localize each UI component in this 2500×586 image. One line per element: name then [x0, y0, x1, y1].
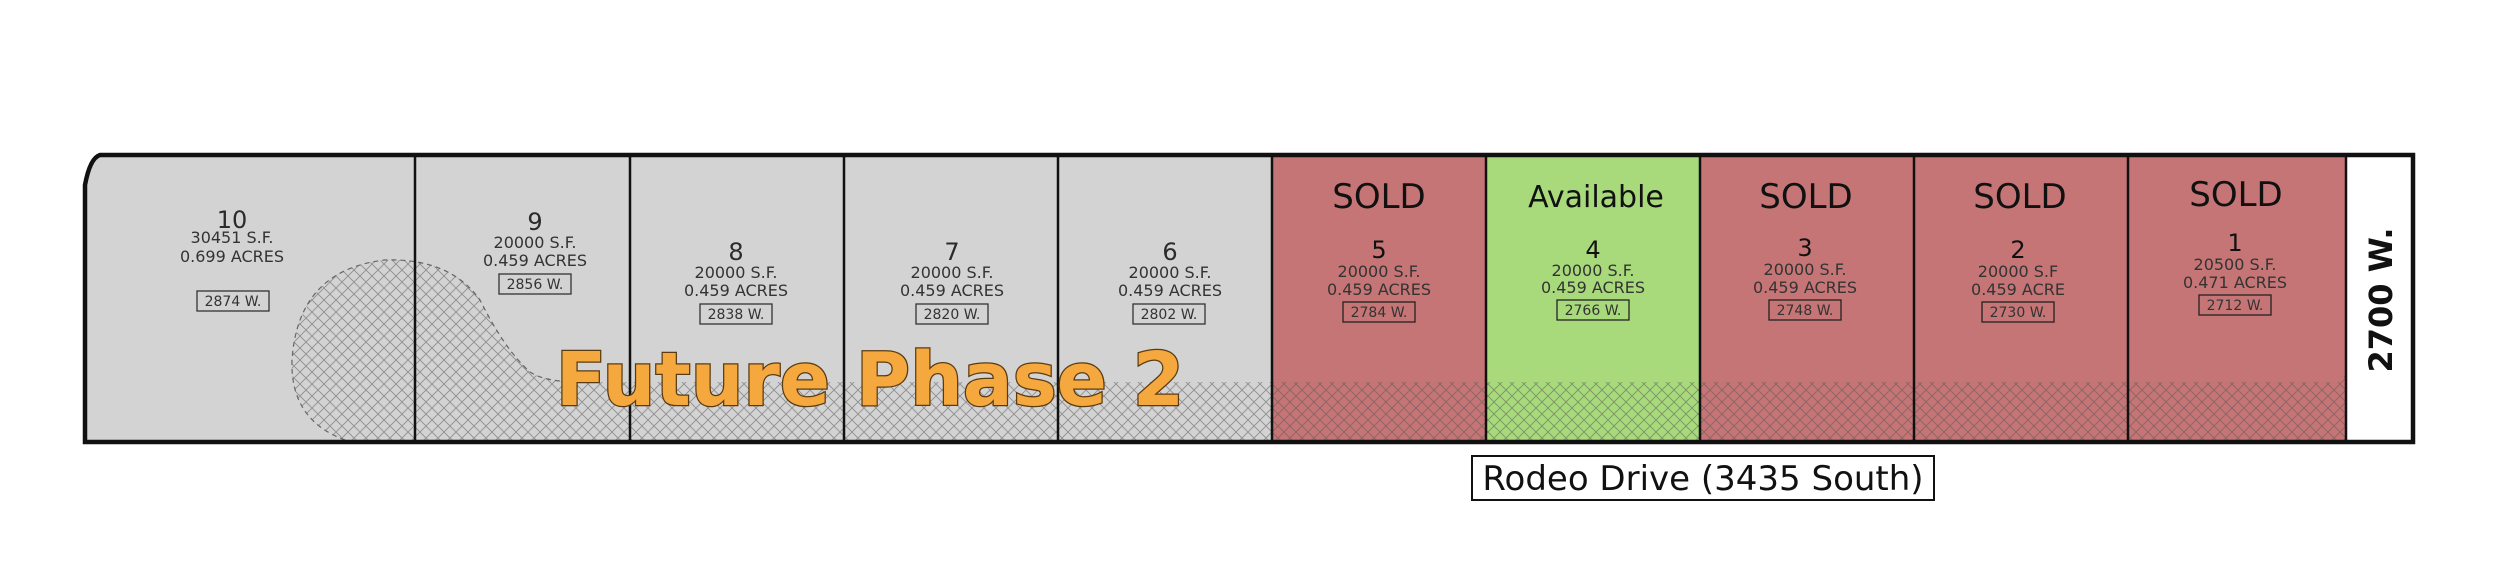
lot-acres: 0.471 ACRES: [2183, 273, 2287, 292]
lot-acres: 0.459 ACRES: [1327, 280, 1431, 299]
lot-square-feet: 20000 S.F.: [1129, 263, 1212, 282]
lot-number: 4: [1585, 236, 1600, 264]
lot-address: 2802 W.: [1141, 307, 1198, 323]
street-label-box: Rodeo Drive (3435 South): [1471, 455, 1935, 501]
lot-dividers: [413, 155, 2348, 440]
lot-9-label: 9 20000 S.F. 0.459 ACRES 2856 W.: [483, 208, 587, 295]
street-label: Rodeo Drive (3435 South): [1482, 459, 1923, 499]
lot-square-feet: 20000 S.F.: [911, 263, 994, 282]
future-phase-label: Future Phase 2: [556, 337, 1184, 423]
lot-square-feet: 20000 S.F.: [695, 263, 778, 282]
lot-square-feet: 20000 S.F.: [1764, 260, 1847, 279]
lot-address: 2766 W.: [1565, 303, 1622, 319]
lot-acres: 0.459 ACRE: [1971, 280, 2065, 299]
road-strip: [2346, 155, 2413, 440]
lot-status: SOLD: [1759, 177, 1852, 217]
lot-number: 6: [1162, 238, 1177, 266]
lot-number: 7: [944, 238, 959, 266]
lot-8-label: 8 20000 S.F. 0.459 ACRES 2838 W.: [684, 238, 788, 325]
lot-address: 2820 W.: [924, 307, 981, 323]
lot-address: 2856 W.: [507, 277, 564, 293]
lot-7-label: 7 20000 S.F. 0.459 ACRES 2820 W.: [900, 238, 1004, 325]
lot-acres: 0.699 ACRES: [180, 247, 284, 266]
lot-number: 10: [217, 206, 248, 234]
lot-number: 3: [1797, 234, 1812, 262]
easement-hatch: [291, 259, 2347, 441]
lot-square-feet: 20500 S.F.: [2194, 255, 2277, 274]
lot-3-label: SOLD 3 20000 S.F. 0.459 ACRES 2748 W.: [1753, 177, 1857, 321]
lot-address: 2874 W.: [205, 294, 262, 310]
lot-5-label: SOLD 5 20000 S.F. 0.459 ACRES 2784 W.: [1327, 177, 1431, 323]
lot-acres: 0.459 ACRES: [684, 281, 788, 300]
lot-status: SOLD: [1332, 177, 1425, 217]
lot-acres: 0.459 ACRES: [1118, 281, 1222, 300]
lot-number: 1: [2227, 229, 2242, 257]
lot-address: 2712 W.: [2207, 298, 2264, 314]
lot-4-label: Available 4 20000 S.F. 0.459 ACRES 2766 …: [1528, 180, 1664, 321]
lot-status: Available: [1528, 180, 1664, 215]
lot-address: 2730 W.: [1990, 305, 2047, 321]
lot-square-feet: 20000 S.F.: [494, 233, 577, 252]
lot-square-feet: 20000 S.F.: [1338, 262, 1421, 281]
lot-address: 2784 W.: [1351, 305, 1408, 321]
lot-number: 2: [2010, 236, 2025, 264]
lot-number: 9: [527, 208, 542, 236]
lot-square-feet: 30451 S.F.: [191, 228, 274, 247]
lot-acres: 0.459 ACRES: [1541, 278, 1645, 297]
lot-6-label: 6 20000 S.F. 0.459 ACRES 2802 W.: [1118, 238, 1222, 325]
lot-acres: 0.459 ACRES: [483, 251, 587, 270]
lot-1-label: SOLD 1 20500 S.F. 0.471 ACRES 2712 W.: [2183, 175, 2287, 316]
lot-10-label: 10 30451 S.F. 0.699 ACRES 2874 W.: [180, 206, 284, 312]
lot-acres: 0.459 ACRES: [900, 281, 1004, 300]
road-label-2700w: 2700 W.: [2362, 227, 2400, 372]
lot-status: SOLD: [1973, 177, 2066, 217]
lot-number: 5: [1371, 236, 1386, 264]
lot-square-feet: 20000 S.F: [1978, 262, 2058, 281]
lot-2-label: SOLD 2 20000 S.F 0.459 ACRE 2730 W.: [1971, 177, 2067, 323]
lot-status: SOLD: [2189, 175, 2282, 215]
subdivision-boundary: [82, 152, 2416, 445]
lot-acres: 0.459 ACRES: [1753, 278, 1857, 297]
lot-address: 2748 W.: [1777, 303, 1834, 319]
lot-number: 8: [728, 238, 743, 266]
lot-address: 2838 W.: [708, 307, 765, 323]
lot-square-feet: 20000 S.F.: [1552, 261, 1635, 280]
